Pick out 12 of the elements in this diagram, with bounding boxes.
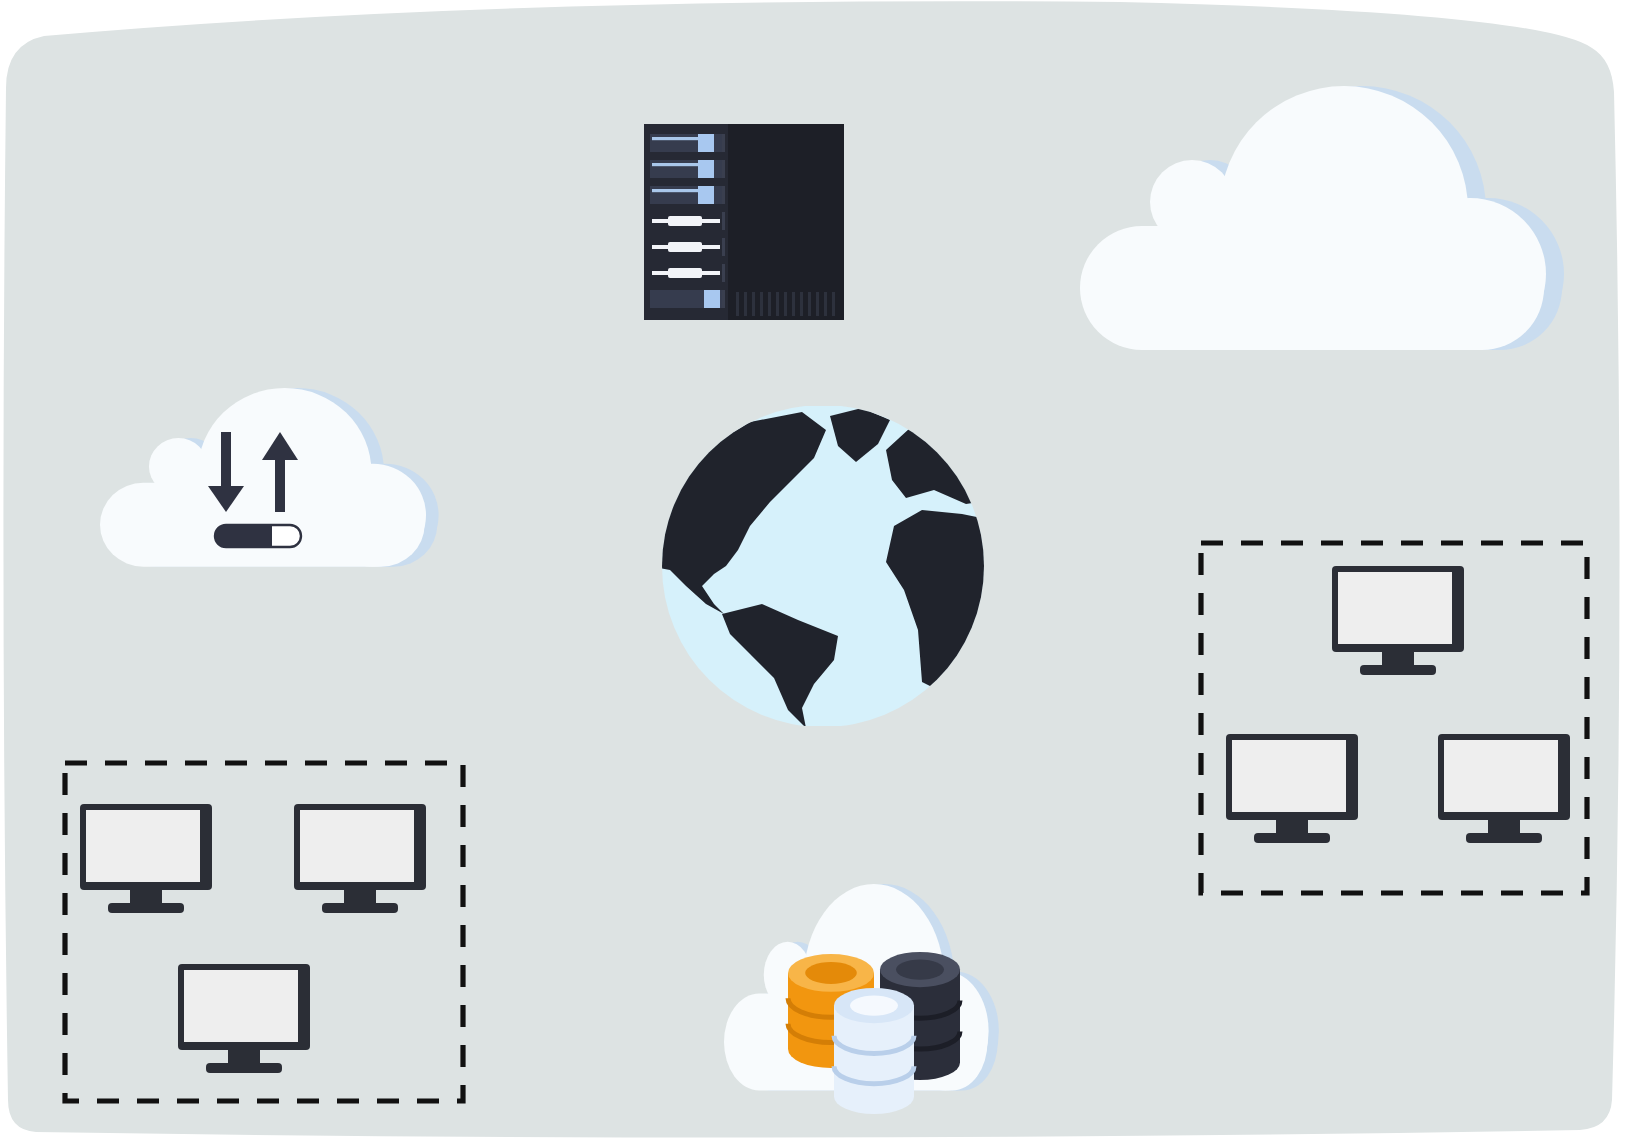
server-rack-icon [644,124,844,320]
dashed-group-frame [1198,540,1590,896]
monitor-icon [294,804,426,914]
cloud-transfer-icon [100,388,440,568]
monitor-icon [178,964,310,1074]
monitor-icon [80,804,212,914]
monitor-icon [1332,566,1464,676]
globe-icon [662,406,984,726]
dashed-group-frame [62,760,466,1104]
monitor-icon [1438,734,1570,844]
monitor-icon [1226,734,1358,844]
cloud-icon [1080,86,1566,352]
